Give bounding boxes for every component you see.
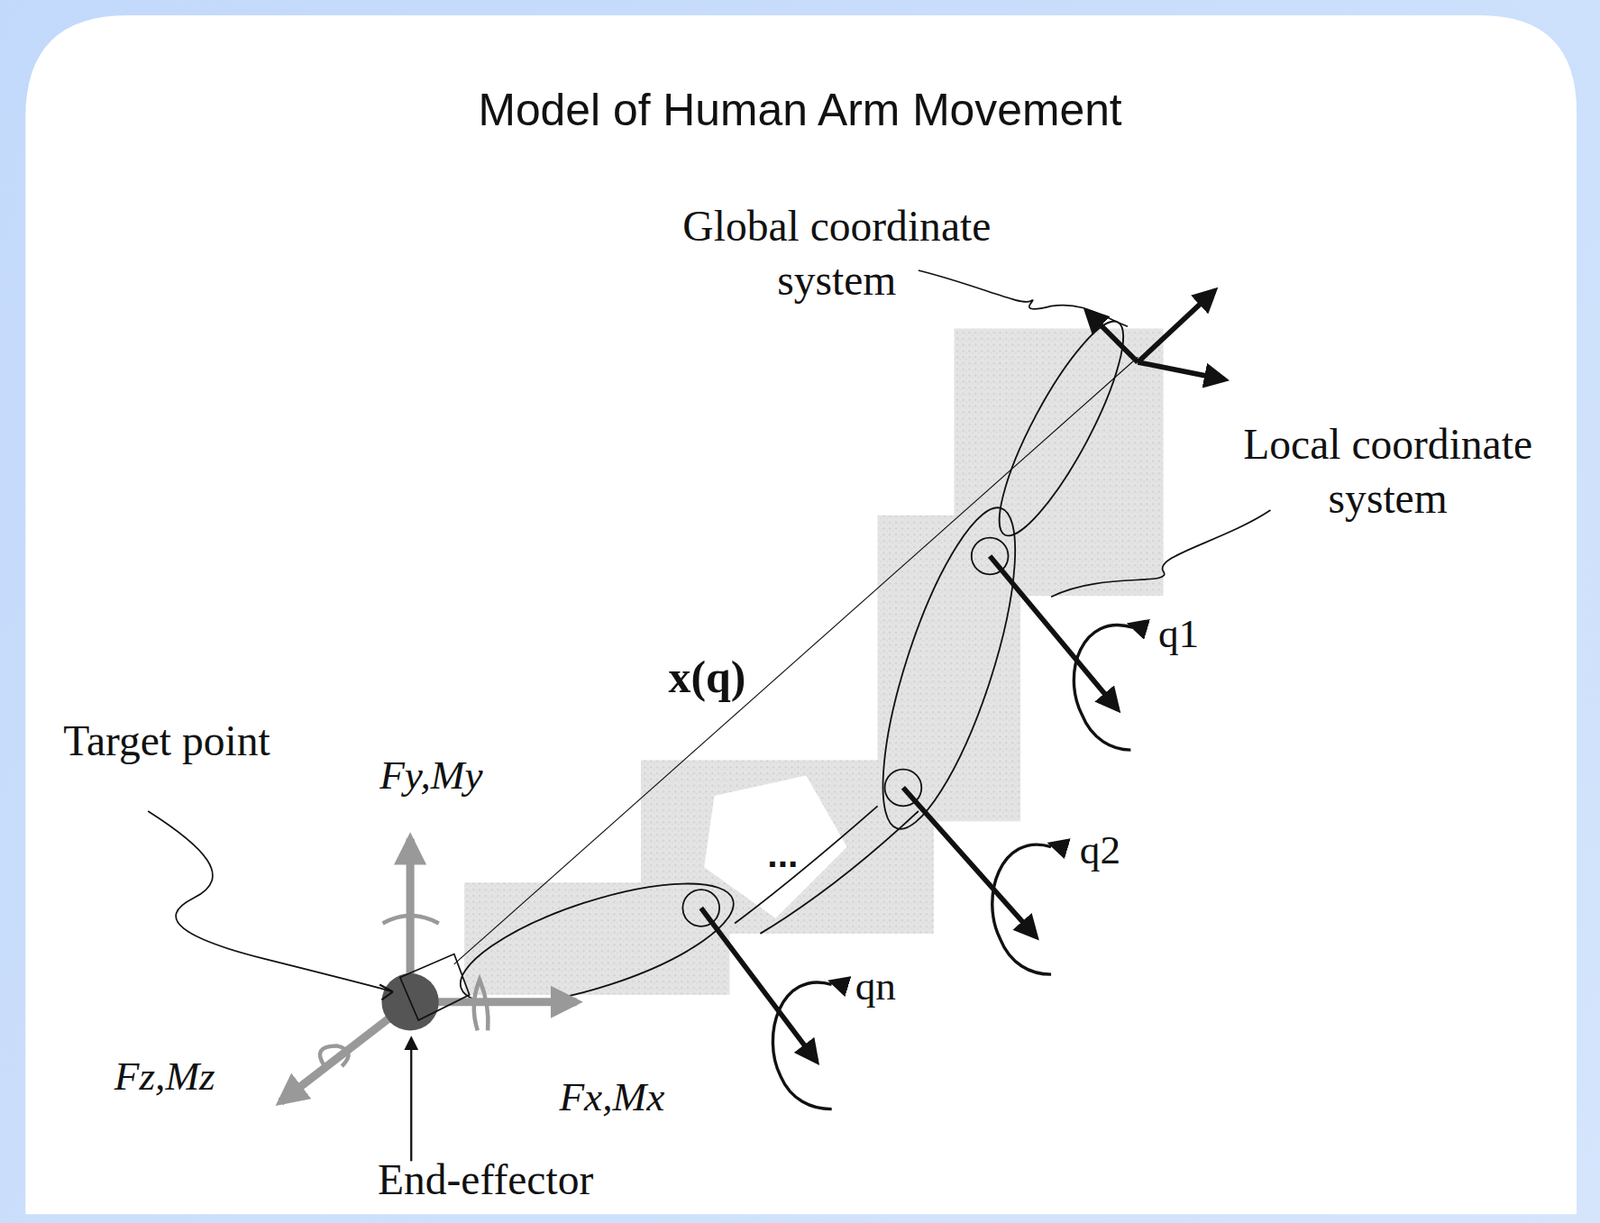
axis-label: Fx,Mx — [558, 1071, 665, 1124]
joint-angle: qn — [855, 960, 896, 1013]
axis-label: Fy,My — [379, 749, 483, 802]
callout-text: Local coordinate system — [1183, 418, 1592, 526]
axis-label: Fz,Mz — [114, 1051, 216, 1103]
leader-lines — [147, 270, 1271, 1162]
target-frame — [280, 839, 576, 1103]
texture — [464, 329, 1163, 996]
ellipsis: ... — [767, 832, 798, 878]
joint-angle: q1 — [1158, 608, 1199, 660]
vector-label: x(q) — [668, 649, 747, 705]
joint-axes — [701, 291, 1226, 1110]
callout-text: Global coordinate system — [622, 200, 1052, 308]
callout-text: Target point — [63, 713, 271, 768]
joint-angle: q2 — [1079, 824, 1121, 877]
arm-segments — [448, 309, 1143, 1030]
panel — [25, 15, 1577, 1215]
callout-text: End-effector — [377, 1152, 594, 1207]
title: Model of Human Arm Movement — [0, 82, 1600, 138]
